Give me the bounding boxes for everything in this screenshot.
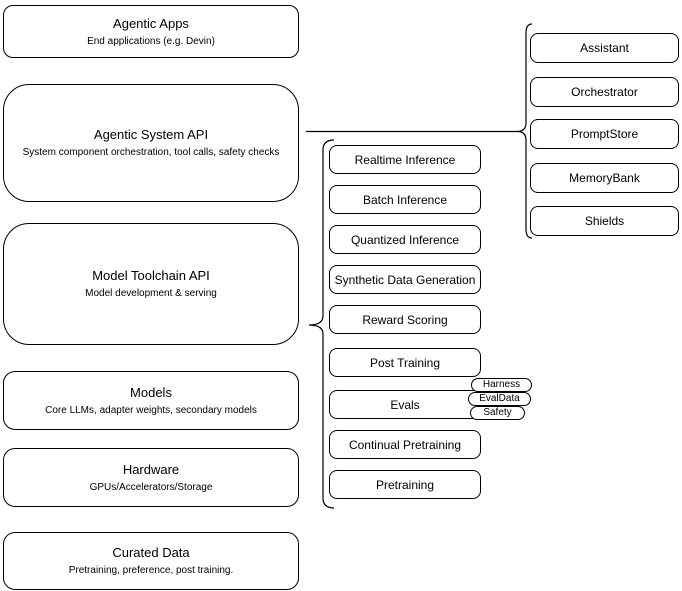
toolchain-item-realtime-inference: Realtime Inference bbox=[329, 145, 481, 174]
toolchain-item-batch-inference: Batch Inference bbox=[329, 185, 481, 214]
box-title: Curated Data bbox=[112, 545, 190, 560]
eval-tag-safety: Safety bbox=[470, 406, 525, 420]
box-agentic-apps: Agentic Apps End applications (e.g. Devi… bbox=[3, 5, 299, 58]
box-subtitle: System component orchestration, tool cal… bbox=[22, 147, 280, 158]
eval-tag-evaldata: EvalData bbox=[468, 392, 531, 406]
box-title: Agentic Apps bbox=[113, 15, 189, 31]
box-models: Models Core LLMs, adapter weights, secon… bbox=[3, 371, 299, 430]
toolchain-item-post-training: Post Training bbox=[329, 348, 481, 377]
toolchain-item-quantized-inference: Quantized Inference bbox=[329, 225, 481, 254]
box-curated-data: Curated Data Pretraining, preference, po… bbox=[3, 532, 299, 590]
box-agentic-system-api: Agentic System API System component orch… bbox=[3, 84, 299, 202]
toolchain-item-evals: Evals bbox=[329, 390, 481, 419]
component-orchestrator: Orchestrator bbox=[530, 77, 679, 107]
component-shields: Shields bbox=[530, 206, 679, 236]
box-subtitle: Pretraining, preference, post training. bbox=[68, 565, 234, 576]
toolchain-item-synthetic-data-generation: Synthetic Data Generation bbox=[329, 265, 481, 294]
toolchain-item-continual-pretraining: Continual Pretraining bbox=[329, 430, 481, 459]
box-subtitle: GPUs/Accelerators/Storage bbox=[89, 481, 213, 493]
box-subtitle: Model development & serving bbox=[85, 288, 217, 299]
eval-tag-harness: Harness bbox=[471, 378, 532, 392]
component-promptstore: PromptStore bbox=[530, 119, 679, 149]
box-title: Model Toolchain API bbox=[92, 268, 210, 283]
box-subtitle: Core LLMs, adapter weights, secondary mo… bbox=[45, 404, 257, 416]
box-subtitle: End applications (e.g. Devin) bbox=[87, 35, 215, 47]
box-title: Models bbox=[130, 384, 172, 400]
toolchain-item-reward-scoring: Reward Scoring bbox=[329, 305, 481, 334]
box-title: Agentic System API bbox=[93, 127, 209, 142]
toolchain-item-pretraining: Pretraining bbox=[329, 470, 481, 499]
box-title: Hardware bbox=[122, 461, 180, 477]
component-assistant: Assistant bbox=[530, 33, 679, 63]
box-model-toolchain-api: Model Toolchain API Model development & … bbox=[3, 223, 299, 345]
component-memorybank: MemoryBank bbox=[530, 163, 679, 193]
box-hardware: Hardware GPUs/Accelerators/Storage bbox=[3, 448, 299, 507]
